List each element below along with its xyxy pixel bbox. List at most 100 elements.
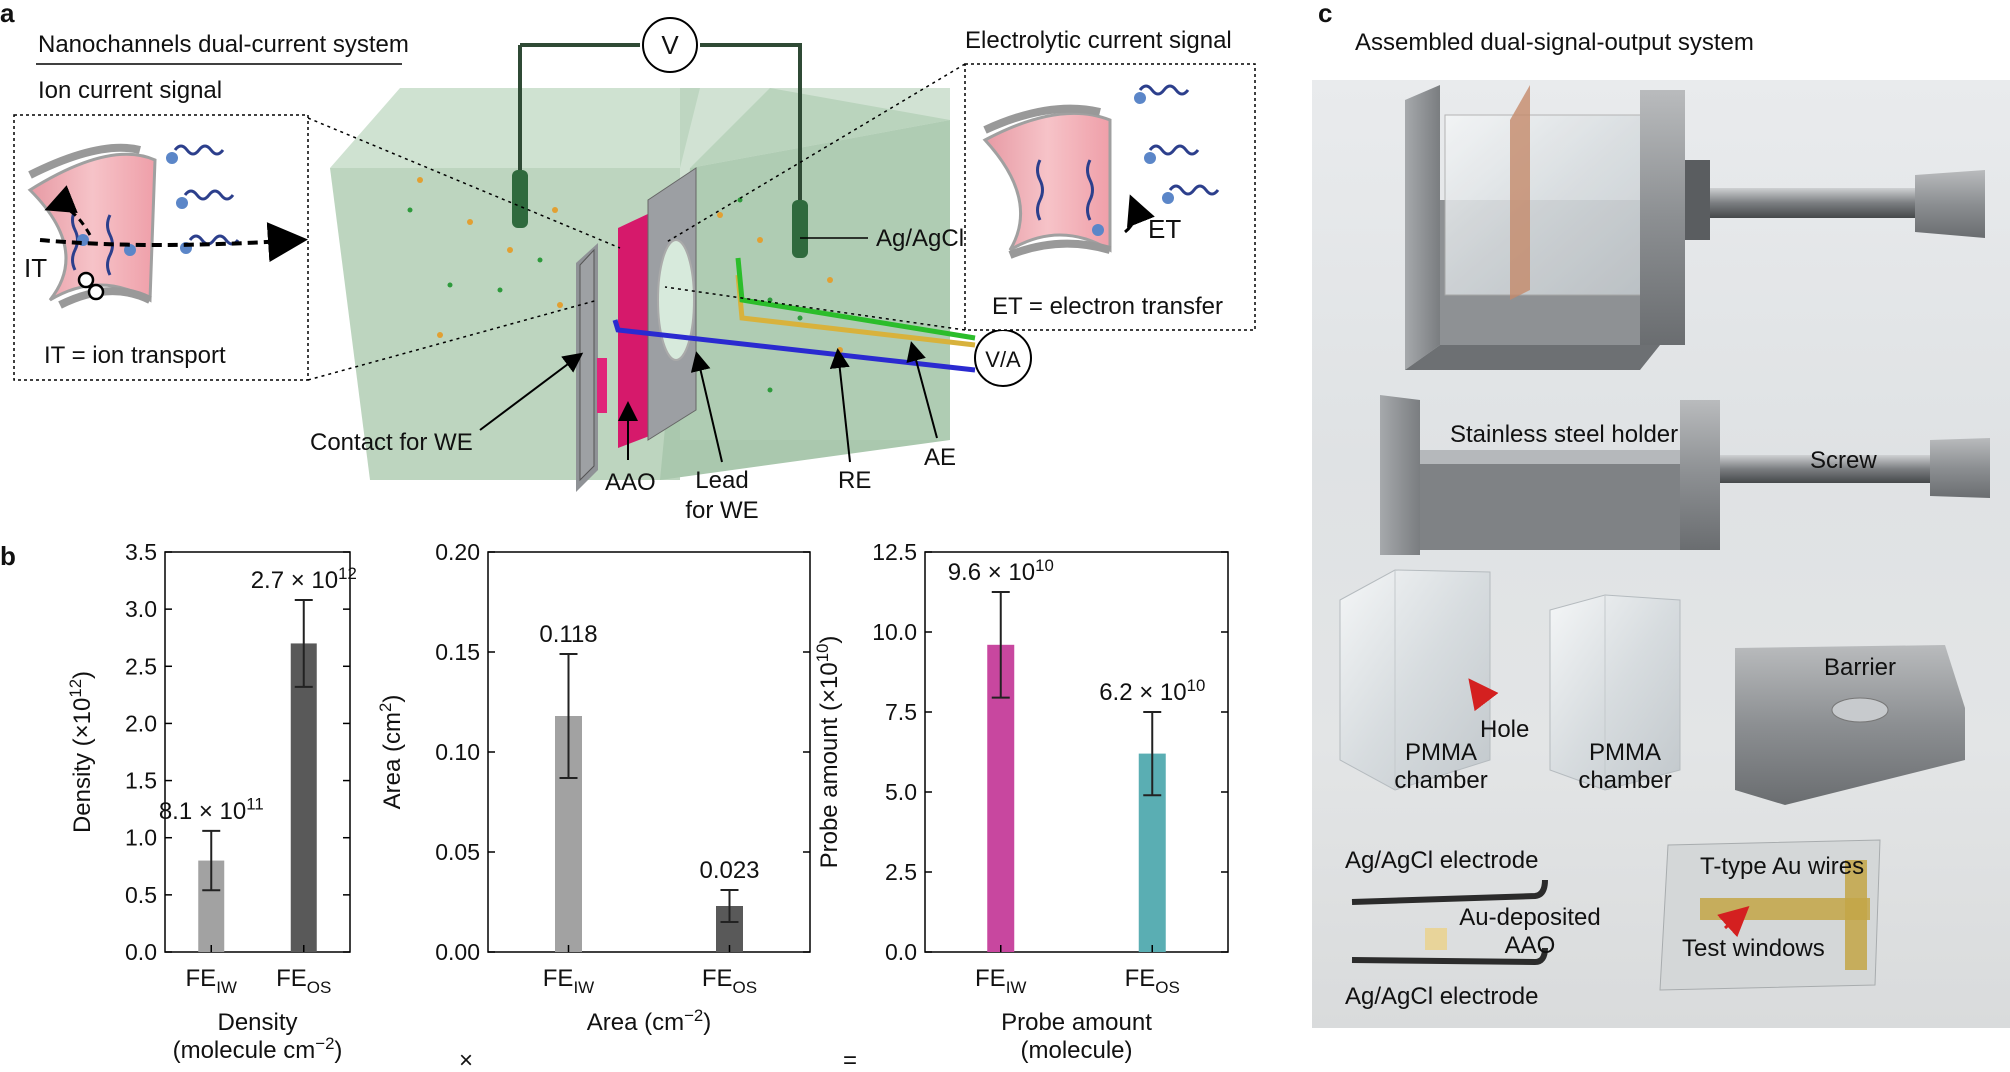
electrode-stack [576, 167, 697, 492]
ion-current-label: Ion current signal [38, 77, 222, 104]
pmma2-line1: PMMA [1589, 739, 1661, 766]
x-axis-label: Area (cm−2) [587, 1006, 712, 1036]
y-tick-label: 1.0 [125, 825, 157, 851]
voltmeter-icon [642, 17, 698, 73]
et-short-label: ET [1148, 214, 1181, 244]
y-tick-label: 10.0 [872, 619, 917, 645]
voltmeter-label: V [661, 30, 679, 60]
panel-label-a: a [0, 0, 15, 28]
data-label: 6.2 × 1010 [1099, 676, 1205, 706]
y-tick-label: 12.5 [872, 539, 917, 565]
y-tick-label: 2.5 [125, 653, 157, 679]
panel-label-b: b [0, 541, 16, 571]
wires [612, 257, 976, 373]
plot-frame [487, 551, 811, 953]
assembled-title: Assembled dual-signal-output system [1355, 29, 1754, 56]
y-tick-label: 7.5 [885, 699, 917, 725]
x-tick-label: FEIW [186, 965, 237, 997]
x-axis-label-line2: (molecule cm−2) [173, 1034, 343, 1064]
electrode-wire-bottom [1351, 947, 1548, 966]
y-tick-label: 0.15 [435, 639, 480, 665]
y-tick-label: 0.20 [435, 539, 480, 565]
y-tick-label: 0.10 [435, 739, 480, 765]
y-axis-label: Probe amount (×1010) [813, 636, 843, 869]
particles [407, 177, 843, 393]
ag-agcl-label: Ag/AgCl [876, 225, 964, 252]
times-operator: × [459, 1047, 473, 1072]
pmma-chamber-2 [1549, 594, 1681, 791]
y-axis-label: Density (×1012) [66, 671, 96, 833]
plot-frame [164, 551, 351, 953]
data-label: 8.1 × 1011 [159, 795, 264, 825]
re-label: RE [838, 467, 871, 494]
contact-strip [597, 358, 607, 413]
contact-we-label: Contact for WE [310, 429, 473, 456]
pmma1-line2: chamber [1394, 767, 1487, 794]
x-tick-label: FEOS [276, 965, 331, 997]
aao-label: AAO [605, 469, 656, 496]
stainless-holder-photo [1380, 395, 1990, 555]
au-aao-line2: AAO [1505, 932, 1556, 959]
test-windows-label: Test windows [1682, 935, 1825, 962]
pmma-chamber-1 [1339, 569, 1491, 791]
pmma1-line1: PMMA [1405, 739, 1477, 766]
electrolytic-label: Electrolytic current signal [965, 27, 1232, 54]
y-tick-label: 0.0 [125, 939, 157, 965]
barrier-photo [1735, 645, 1965, 805]
barrier-label: Barrier [1824, 654, 1896, 681]
data-label: 2.7 × 1012 [251, 564, 357, 594]
x-axis-label: Density [217, 1009, 297, 1036]
pmma2-line2: chamber [1578, 767, 1671, 794]
au-aao-sample [1425, 928, 1447, 950]
photo-panel: Assembled dual-signal-output system [1339, 29, 1990, 1010]
ion-flow-arrow [39, 222, 308, 263]
y-tick-label: 0.5 [125, 882, 157, 908]
hole-label: Hole [1480, 716, 1529, 743]
data-label: 0.118 [539, 621, 597, 648]
electrode-wire-top [1351, 879, 1548, 905]
y-tick-label: 5.0 [885, 779, 917, 805]
screw-label: Screw [1810, 447, 1877, 474]
ae-label: AE [924, 444, 956, 471]
y-tick-label: 3.0 [125, 596, 157, 622]
y-tick-label: 1.5 [125, 768, 157, 794]
y-tick-label: 2.0 [125, 710, 157, 736]
t-type-label: T-type Au wires [1700, 853, 1864, 880]
panel-label-c: c [1318, 0, 1332, 28]
y-tick-label: 0.05 [435, 839, 480, 865]
x-axis-label: Probe amount [1001, 1009, 1152, 1036]
plot-frame [924, 551, 1229, 953]
it-short-label: IT [24, 253, 47, 283]
stainless-holder-label: Stainless steel holder [1450, 421, 1678, 448]
data-label: 9.6 × 1010 [948, 556, 1054, 586]
x-tick-label: FEOS [1125, 965, 1180, 997]
assembled-holder-photo [1405, 85, 1985, 370]
agcl-electrode-bottom: Ag/AgCl electrode [1345, 983, 1538, 1010]
au-aao-line1: Au-deposited [1459, 904, 1600, 931]
agcl-electrode-top: Ag/AgCl electrode [1345, 847, 1538, 874]
y-tick-label: 0.0 [885, 939, 917, 965]
schematic-title: Nanochannels dual-current system [38, 31, 409, 58]
x-tick-label: FEOS [702, 965, 757, 997]
schematic: Nanochannels dual-current system Ion cur… [13, 17, 1256, 524]
y-tick-label: 0.00 [435, 939, 480, 965]
x-tick-label: FEIW [975, 965, 1026, 997]
y-tick-label: 3.5 [125, 539, 157, 565]
equals-operator: = [843, 1047, 857, 1072]
x-axis-label-line2: (molecule) [1020, 1037, 1132, 1064]
x-tick-label: FEIW [543, 965, 594, 997]
it-full-label: IT = ion transport [44, 342, 226, 369]
va-meter-label: V/A [985, 347, 1021, 372]
reference-electrodes [512, 43, 868, 258]
y-axis-label: Area (cm2) [376, 695, 406, 810]
lead-we-line2: for WE [685, 497, 758, 524]
ion-transport-inset [13, 114, 309, 381]
y-tick-label: 2.5 [885, 859, 917, 885]
screw-rod [1710, 188, 1915, 218]
bar-FE_OS [290, 643, 317, 952]
